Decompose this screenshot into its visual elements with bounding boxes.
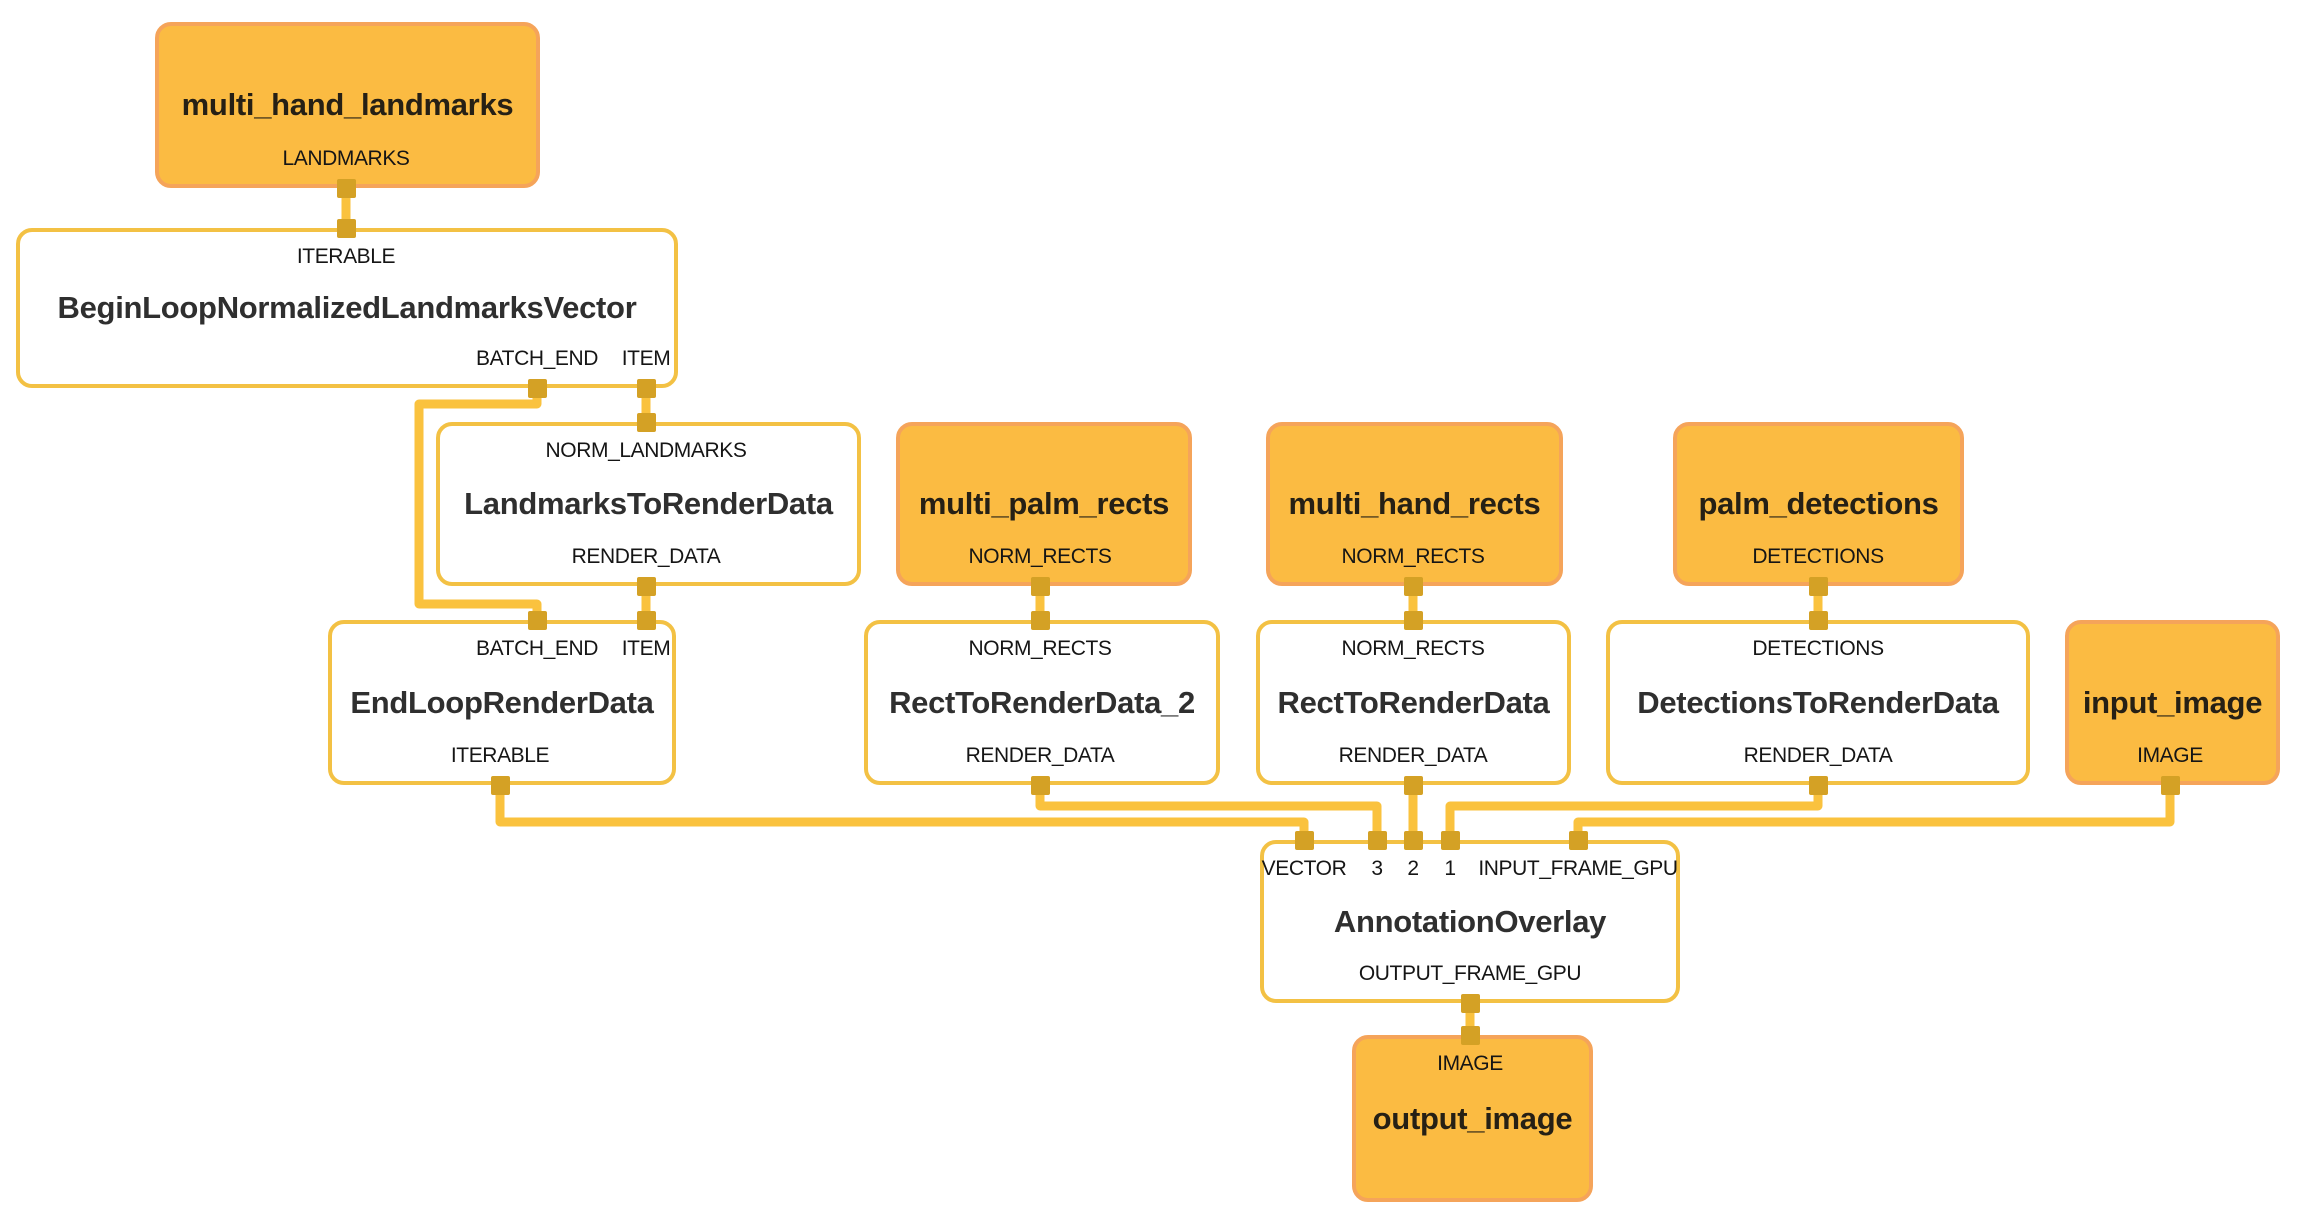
port-DetectionsToRenderData-RENDER_DATA[interactable]: [1808, 775, 1828, 795]
node-title: LandmarksToRenderData: [464, 486, 833, 521]
port-BeginLoopNormalizedLandmarksVector-BATCH_END[interactable]: [527, 378, 547, 398]
node-multi_hand_landmarks[interactable]: multi_hand_landmarks: [155, 22, 540, 188]
node-output_image[interactable]: output_image: [1352, 1035, 1593, 1202]
port-RectToRenderData-NORM_RECTS[interactable]: [1403, 610, 1423, 630]
port-label-RENDER_DATA: RENDER_DATA: [965, 744, 1115, 767]
port-label-NORM_RECTS: NORM_RECTS: [968, 545, 1112, 568]
port-label-RENDER_DATA: RENDER_DATA: [1338, 744, 1488, 767]
port-label-ITEM: ITEM: [621, 347, 671, 370]
node-DetectionsToRenderData[interactable]: DetectionsToRenderData: [1606, 620, 2030, 785]
port-multi_hand_landmarks-LANDMARKS[interactable]: [336, 178, 356, 198]
port-EndLoopRenderData-ITERABLE[interactable]: [490, 775, 510, 795]
port-label-IMAGE: IMAGE: [1437, 1052, 1503, 1075]
node-multi_hand_rects[interactable]: multi_hand_rects: [1266, 422, 1563, 586]
port-label-ITERABLE: ITERABLE: [450, 744, 550, 767]
port-RectToRenderData_2-NORM_RECTS[interactable]: [1030, 610, 1050, 630]
port-EndLoopRenderData-BATCH_END[interactable]: [527, 610, 547, 630]
port-label-NORM_RECTS: NORM_RECTS: [968, 637, 1112, 660]
port-label-OUTPUT_FRAME_GPU: OUTPUT_FRAME_GPU: [1358, 962, 1582, 985]
port-BeginLoopNormalizedLandmarksVector-ITEM[interactable]: [636, 378, 656, 398]
port-label-LANDMARKS: LANDMARKS: [282, 147, 410, 170]
port-label-NORM_RECTS: NORM_RECTS: [1341, 545, 1485, 568]
port-DetectionsToRenderData-DETECTIONS[interactable]: [1808, 610, 1828, 630]
node-title: BeginLoopNormalizedLandmarksVector: [57, 290, 637, 325]
node-title: multi_palm_rects: [918, 486, 1170, 521]
port-BeginLoopNormalizedLandmarksVector-ITERABLE[interactable]: [336, 218, 356, 238]
port-label-RENDER_DATA: RENDER_DATA: [1743, 744, 1893, 767]
port-LandmarksToRenderData-RENDER_DATA[interactable]: [636, 576, 656, 596]
port-label-3: 3: [1371, 857, 1383, 880]
port-EndLoopRenderData-ITEM[interactable]: [636, 610, 656, 630]
port-label-RENDER_DATA: RENDER_DATA: [571, 545, 721, 568]
edge-DetectionsToRenderData.RENDER_DATA-to-AnnotationOverlay.1: [1445, 785, 1823, 840]
port-AnnotationOverlay-INPUT_FRAME_GPU[interactable]: [1568, 830, 1588, 850]
edge-EndLoopRenderData.ITERABLE-to-AnnotationOverlay.VECTOR: [495, 785, 1309, 840]
edge-BeginLoopNormalizedLandmarksVector.BATCH_END-to-EndLoopRenderData.BATCH_END: [414, 388, 542, 620]
node-BeginLoopNormalizedLandmarksVector[interactable]: BeginLoopNormalizedLandmarksVector: [16, 228, 678, 388]
port-label-DETECTIONS: DETECTIONS: [1752, 545, 1884, 568]
port-LandmarksToRenderData-NORM_LANDMARKS[interactable]: [636, 412, 656, 432]
port-label-DETECTIONS: DETECTIONS: [1752, 637, 1884, 660]
port-label-VECTOR: VECTOR: [1261, 857, 1347, 880]
port-AnnotationOverlay-VECTOR[interactable]: [1294, 830, 1314, 850]
port-label-BATCH_END: BATCH_END: [475, 347, 599, 370]
port-multi_hand_rects-NORM_RECTS[interactable]: [1403, 576, 1423, 596]
node-title: palm_detections: [1698, 486, 1939, 521]
node-title: AnnotationOverlay: [1333, 903, 1607, 939]
port-AnnotationOverlay-1[interactable]: [1440, 830, 1460, 850]
port-label-1: 1: [1444, 857, 1456, 880]
port-label-IMAGE: IMAGE: [2137, 744, 2203, 767]
node-title: input_image: [2082, 684, 2263, 720]
node-RectToRenderData[interactable]: RectToRenderData: [1256, 620, 1571, 785]
node-title: output_image: [1372, 1100, 1573, 1136]
port-AnnotationOverlay-2[interactable]: [1403, 830, 1423, 850]
node-LandmarksToRenderData[interactable]: LandmarksToRenderData: [436, 422, 861, 586]
port-multi_palm_rects-NORM_RECTS[interactable]: [1030, 576, 1050, 596]
port-RectToRenderData-RENDER_DATA[interactable]: [1403, 775, 1423, 795]
port-label-ITERABLE: ITERABLE: [296, 245, 396, 268]
port-label-ITEM: ITEM: [621, 637, 671, 660]
node-title: RectToRenderData_2: [889, 684, 1195, 720]
edge-input_image.IMAGE-to-AnnotationOverlay.INPUT_FRAME_GPU: [1573, 785, 2175, 840]
port-input_image-IMAGE[interactable]: [2160, 775, 2180, 795]
node-title: multi_hand_landmarks: [181, 87, 514, 122]
edge-RectToRenderData_2.RENDER_DATA-to-AnnotationOverlay.3: [1035, 785, 1382, 840]
port-label-INPUT_FRAME_GPU: INPUT_FRAME_GPU: [1478, 857, 1678, 880]
node-input_image[interactable]: input_image: [2065, 620, 2280, 785]
port-palm_detections-DETECTIONS[interactable]: [1808, 576, 1828, 596]
node-title: multi_hand_rects: [1288, 486, 1541, 521]
port-label-NORM_LANDMARKS: NORM_LANDMARKS: [545, 439, 747, 462]
port-AnnotationOverlay-OUTPUT_FRAME_GPU[interactable]: [1460, 993, 1480, 1013]
node-EndLoopRenderData[interactable]: EndLoopRenderData: [328, 620, 676, 785]
port-AnnotationOverlay-3[interactable]: [1367, 830, 1387, 850]
port-output_image-IMAGE[interactable]: [1460, 1025, 1480, 1045]
node-AnnotationOverlay[interactable]: AnnotationOverlay: [1260, 840, 1680, 1003]
port-label-2: 2: [1407, 857, 1419, 880]
node-title: EndLoopRenderData: [350, 684, 654, 720]
node-title: DetectionsToRenderData: [1637, 684, 1999, 720]
node-title: RectToRenderData: [1277, 684, 1550, 720]
port-label-BATCH_END: BATCH_END: [475, 637, 599, 660]
port-label-NORM_RECTS: NORM_RECTS: [1341, 637, 1485, 660]
port-RectToRenderData_2-RENDER_DATA[interactable]: [1030, 775, 1050, 795]
